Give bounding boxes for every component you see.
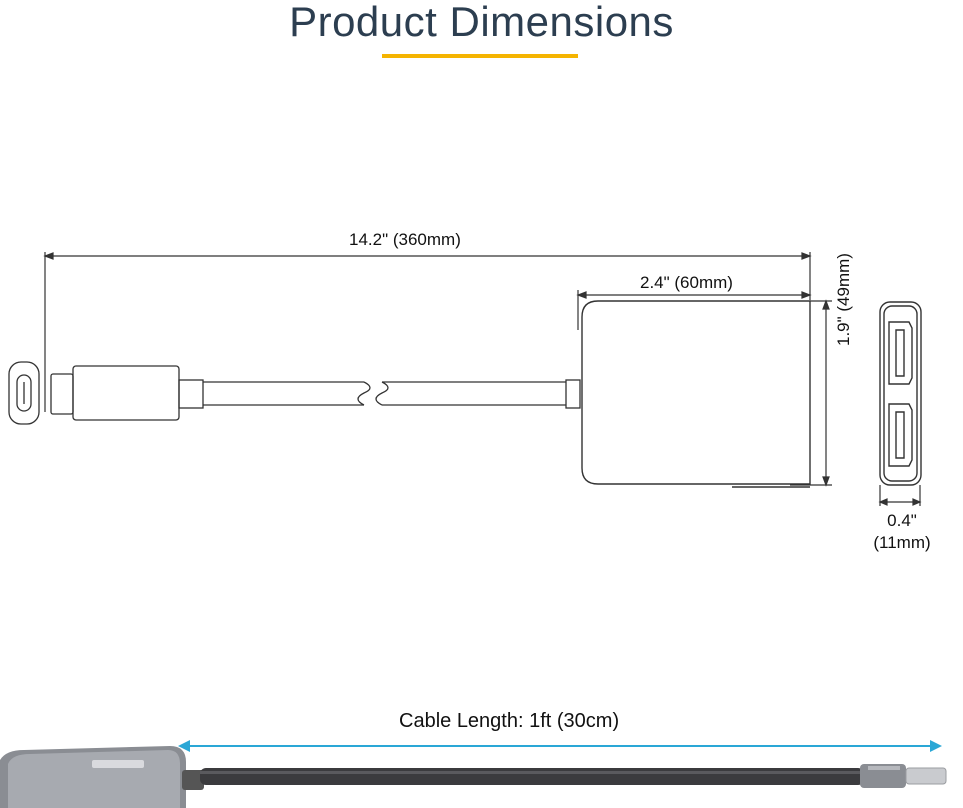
page-title: Product Dimensions [289, 0, 674, 45]
adapter-end-view-icon [879, 301, 922, 486]
overall-length-arrow-right [801, 252, 812, 260]
hdmi-port-bottom-icon [888, 403, 913, 467]
adapter-height-arrow-bottom [822, 476, 830, 487]
depth-arrow-left [878, 498, 888, 506]
adapter-width-arrow-left [576, 291, 587, 299]
adapter-width-label: 2.4" (60mm) [640, 273, 733, 292]
adapter-photo-boot [182, 770, 204, 790]
overall-length-arrow-left [43, 252, 54, 260]
adapter-body-icon [581, 300, 811, 488]
overall-length-label: 14.2" (360mm) [349, 230, 461, 249]
adapter-height-arrow-top [822, 299, 830, 310]
adapter-height-label: 1.9" (49mm) [834, 253, 853, 346]
cable-icon [203, 379, 581, 409]
hdmi-port-top-icon [888, 321, 913, 385]
cable-photo [200, 768, 864, 785]
usb-c-end-icon [8, 361, 40, 425]
title-underline [382, 54, 578, 58]
adapter-width-arrow-right [801, 291, 812, 299]
usb-c-connector-icon [50, 365, 204, 421]
cable-length-label: Cable Length: 1ft (30cm) [399, 710, 620, 732]
product-photo-icon [0, 746, 947, 808]
depth-arrow-right [912, 498, 922, 506]
adapter-depth-line2: (11mm) [873, 533, 931, 552]
adapter-depth-line1: 0.4" [887, 511, 917, 530]
adapter-photo-logo [92, 760, 144, 768]
usb-c-photo-plug [905, 767, 947, 785]
cable-length-arrow [178, 740, 942, 752]
adapter-depth-label: 0.4" (11mm) [864, 510, 940, 554]
